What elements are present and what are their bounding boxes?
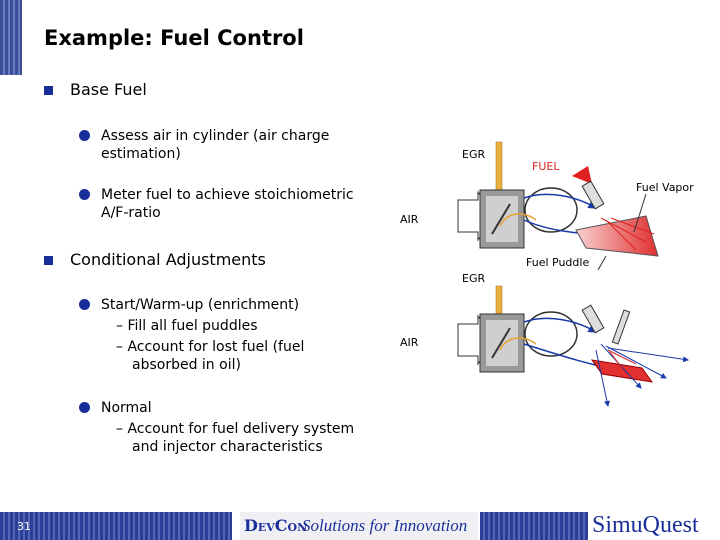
fuel-arrow-icon [572,166,592,184]
fuel-puddle-shape [575,215,659,257]
slide-number: 31 [17,520,31,533]
round-bullet-icon [79,299,90,310]
bullet-text: Start/Warm-up (enrichment) [101,297,300,313]
devcon-logo: DevCon [244,516,308,535]
footer-tagline-area [240,512,478,540]
square-bullet-icon [44,86,53,95]
simuquest-logo: SimuQuest [592,512,699,538]
bullet-text: Normal [101,400,152,416]
egr-label: EGR [462,272,485,285]
bottom-engine-diagram: EGR AIR [400,272,689,407]
round-bullet-icon [79,189,90,200]
fuel-label: FUEL [532,160,560,173]
fuel-puddle-label: Fuel Puddle [526,256,589,269]
bullet-text: Meter fuel to achieve stoichiometric A/F… [101,187,354,221]
air-label: AIR [400,213,419,226]
round-bullet-icon [79,402,90,413]
section-conditional-adjustments: Conditional Adjustments [70,250,266,269]
sub-bullet-text: – Fill all fuel puddles [116,318,258,334]
footer-left-bar [0,512,232,540]
engine-fuel-diagram: EGR FUEL Fuel Vapor AIR Fuel Puddle EGR … [400,141,694,407]
footer-tagline: Solutions for Innovation [302,516,468,535]
bullet-text: Assess air in cylinder (air charge estim… [101,128,330,162]
sub-bullet-text: – Account for lost fuel (fuel absorbed i… [116,339,305,373]
square-bullet-icon [44,256,53,265]
top-engine-diagram: EGR FUEL Fuel Vapor AIR Fuel Puddle [400,141,694,271]
header-accent-stripes [0,0,22,75]
air-label: AIR [400,336,419,349]
round-bullet-icon [79,130,90,141]
footer-right-bar [480,512,588,540]
sub-bullet-text: – Account for fuel delivery system and i… [116,421,355,455]
section-base-fuel: Base Fuel [70,80,147,99]
egr-label: EGR [462,148,485,161]
slide-title: Example: Fuel Control [44,26,304,50]
fuel-vapor-label: Fuel Vapor [636,181,694,194]
